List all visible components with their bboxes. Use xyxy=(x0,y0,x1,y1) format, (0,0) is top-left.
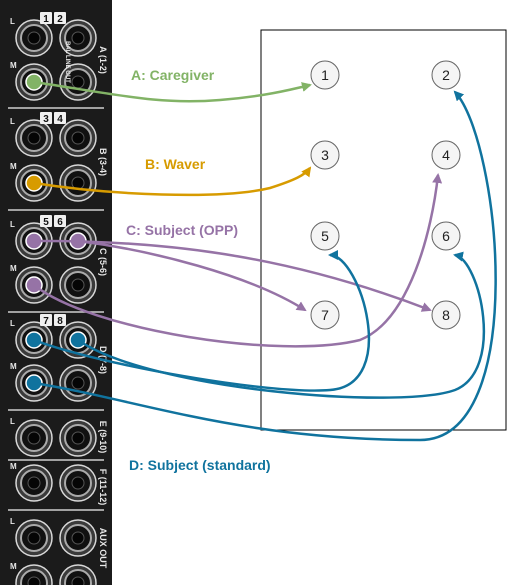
legend-label-b: B: Waver xyxy=(145,156,206,172)
target-box xyxy=(260,29,507,431)
target-number: 6 xyxy=(442,228,450,244)
target-circle-8: 8 xyxy=(431,300,461,330)
jack-mark: L xyxy=(10,417,15,426)
jack-mark: L xyxy=(10,117,15,126)
jack-mark: L xyxy=(10,319,15,328)
jack-mark: M xyxy=(10,362,17,371)
target-number: 3 xyxy=(321,147,329,163)
jack-mark: M xyxy=(10,562,17,571)
connection-a-to-1 xyxy=(33,80,312,103)
jack xyxy=(15,419,53,457)
bal-line-out-label: BAL LINE OUT xyxy=(64,41,70,83)
connection-b-to-3 xyxy=(33,166,312,197)
section-label: AUX OUT xyxy=(98,528,108,569)
channel-number: 6 xyxy=(57,217,63,228)
jack xyxy=(59,19,97,57)
target-number: 7 xyxy=(321,307,329,323)
target-number: 8 xyxy=(442,307,450,323)
jack xyxy=(15,464,53,502)
jack xyxy=(15,19,53,57)
channel-number: 2 xyxy=(57,14,63,25)
jack xyxy=(59,464,97,502)
jack-mark: M xyxy=(10,462,17,471)
connection-d7-to-5 xyxy=(33,250,371,392)
legend-label-a: A: Caregiver xyxy=(131,67,215,83)
jack xyxy=(15,564,53,585)
target-circle-5: 5 xyxy=(310,221,340,251)
jack xyxy=(59,119,97,157)
jack-mark: L xyxy=(10,517,15,526)
legend-label-d: D: Subject (standard) xyxy=(129,457,271,473)
legend-label-c: C: Subject (OPP) xyxy=(126,222,238,238)
target-circle-3: 3 xyxy=(310,140,340,170)
jack-mark: L xyxy=(10,220,15,229)
section-label: A (1-2) xyxy=(98,46,108,74)
jack-mark: M xyxy=(10,162,17,171)
channel-number: 3 xyxy=(43,114,49,125)
section-label: E (9-10) xyxy=(98,421,108,454)
target-number: 2 xyxy=(442,67,450,83)
target-circle-1: 1 xyxy=(310,60,340,90)
connection-c6-to-7 xyxy=(77,239,307,312)
section-label: F (11-12) xyxy=(98,469,108,506)
target-circle-4: 4 xyxy=(431,140,461,170)
target-number: 4 xyxy=(442,147,450,163)
section-label: B (3-4) xyxy=(98,148,108,176)
jack-mark: L xyxy=(10,17,15,26)
channel-number: 8 xyxy=(57,316,63,327)
jack-mark: M xyxy=(10,264,17,273)
jack xyxy=(59,364,97,402)
channel-number: 1 xyxy=(43,14,49,25)
target-number: 1 xyxy=(321,67,329,83)
jack xyxy=(59,164,97,202)
target-circle-6: 6 xyxy=(431,221,461,251)
connection-dm-to-2 xyxy=(33,90,497,442)
jack xyxy=(59,564,97,585)
jack xyxy=(15,119,53,157)
connection-cm-to-4 xyxy=(33,173,443,348)
target-circles: 1 2 3 4 5 6 7 8 xyxy=(310,60,461,330)
channel-number: 7 xyxy=(43,316,49,327)
connections xyxy=(33,80,497,442)
jack xyxy=(59,266,97,304)
target-circle-7: 7 xyxy=(310,300,340,330)
channel-number: 4 xyxy=(57,114,63,125)
jack xyxy=(59,419,97,457)
jack xyxy=(59,519,97,557)
section-label: C (5-6) xyxy=(98,248,108,276)
jack xyxy=(15,519,53,557)
connection-d8-to-6 xyxy=(77,251,486,399)
channel-number: 5 xyxy=(43,217,49,228)
target-number: 5 xyxy=(321,228,329,244)
target-circle-2: 2 xyxy=(431,60,461,90)
jack-mark: M xyxy=(10,61,17,70)
